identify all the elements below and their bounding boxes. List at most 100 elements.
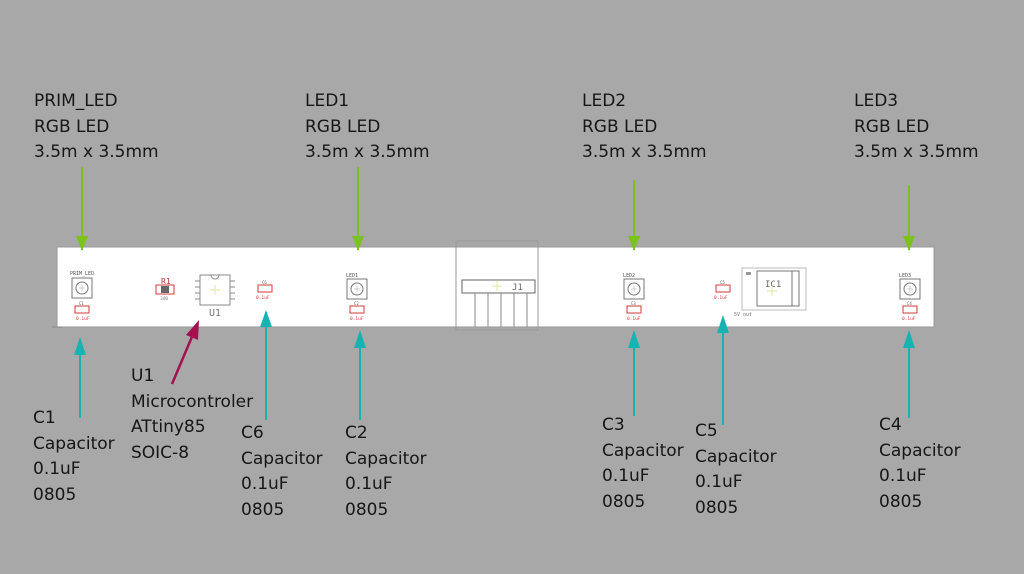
label-line: 0.1uF [241, 474, 289, 494]
label-line: Microcontroler [131, 391, 254, 412]
c3-silk-value: 0.1uF [627, 316, 641, 322]
c3-footprint: C3 0.1uF [626, 301, 642, 322]
led1-arrowhead [352, 236, 364, 251]
label-line: RGB LED [854, 116, 930, 137]
r1-silk-value: 300 [160, 296, 168, 302]
label-c6: C6 Capacitor 0.1uF 0805 [241, 421, 323, 523]
label-line: Capacitor [695, 446, 777, 467]
label-line: C6 [241, 423, 264, 443]
led2-footprint: LED2 [623, 273, 645, 300]
u1-arrow-group [170, 320, 199, 385]
r1-silk-label: R1 [161, 277, 171, 286]
c2-silk-name: C2 [354, 301, 359, 306]
label-line: PRIM_LED [34, 91, 118, 111]
label-line: C3 [602, 415, 625, 435]
label-line: C2 [345, 423, 368, 443]
label-line: 0.1uF [345, 474, 393, 494]
c4-arrowhead [903, 330, 915, 348]
label-led3: LED3 RGB LED 3.5m x 3.5mm [854, 89, 979, 166]
c5-footprint: C5 0.1uF [714, 280, 731, 301]
led1-footprint: LED1 [346, 273, 368, 300]
u1-silk-label: U1 [209, 308, 221, 319]
u1-arrowhead [186, 320, 199, 340]
label-line: Capacitor [33, 433, 115, 454]
led1-silk-label: LED1 [346, 273, 358, 279]
label-c2: C2 Capacitor 0.1uF 0805 [345, 421, 427, 523]
label-line: 0805 [345, 499, 389, 520]
five-v-out-silk: 5V out [734, 312, 752, 318]
label-line: 3.5m x 3.5mm [305, 142, 430, 162]
label-line: U1 [131, 366, 155, 386]
label-line: Capacitor [345, 448, 427, 469]
prim-led-arrowhead [76, 236, 88, 251]
label-line: 3.5m x 3.5mm [34, 142, 159, 162]
label-led1: LED1 RGB LED 3.5m x 3.5mm [305, 89, 430, 166]
c6-silk-value: 0.1uF [256, 295, 270, 301]
prim-led-footprint: PRIM_LED [70, 271, 94, 299]
led2-silk-label: LED2 [623, 273, 635, 279]
label-line: 0805 [602, 491, 646, 512]
label-c5: C5 Capacitor 0.1uF 0805 [695, 419, 777, 521]
u1-arrow [170, 331, 196, 385]
label-line: Capacitor [602, 440, 684, 461]
r1-footprint: R1 300 [155, 277, 175, 302]
c2-arrowhead [354, 330, 366, 348]
pcb-board [56, 246, 935, 328]
c5-arrowhead [717, 315, 729, 333]
led-arrows [76, 167, 915, 251]
label-line: 0805 [695, 497, 739, 518]
label-line: C1 [33, 408, 56, 428]
label-line: 0.1uF [879, 466, 927, 486]
c3-silk-name: C3 [631, 301, 636, 306]
c6-arrowhead [260, 310, 272, 327]
label-line: 0805 [879, 491, 923, 512]
c3-arrowhead [628, 330, 640, 348]
label-line: RGB LED [305, 116, 381, 137]
j1-footprint: J1 [455, 240, 539, 331]
c2-silk-value: 0.1uF [350, 316, 364, 322]
label-line: Capacitor [879, 440, 961, 461]
led3-footprint: LED3 [899, 273, 921, 300]
label-line: 0.1uF [33, 459, 81, 479]
c1-arrowhead [74, 337, 86, 355]
label-line: SOIC-8 [131, 442, 190, 463]
led2-arrowhead [628, 236, 640, 251]
label-line: 0.1uF [695, 472, 743, 492]
ic1-footprint: IC1 5V out [734, 267, 807, 318]
label-line: 0805 [241, 499, 285, 520]
c2-footprint: C2 0.1uF [349, 301, 365, 322]
label-line: RGB LED [582, 116, 658, 137]
label-c1: C1 Capacitor 0.1uF 0805 [33, 406, 115, 508]
led3-arrowhead [903, 236, 915, 251]
c4-silk-value: 0.1uF [902, 316, 916, 322]
c4-silk-name: C4 [907, 301, 912, 306]
c5-silk-name: C5 [720, 280, 725, 285]
label-prim-led: PRIM_LED RGB LED 3.5m x 3.5mm [34, 89, 159, 166]
label-line: 0805 [33, 484, 77, 505]
label-line: ATtiny85 [131, 417, 206, 437]
label-u1: U1 Microcontroler ATtiny85 SOIC-8 [131, 364, 253, 466]
u1-footprint: U1 [195, 274, 235, 319]
c6-silk-name: C6 [262, 280, 267, 285]
label-line: LED3 [854, 91, 899, 111]
capacitor-arrows [74, 310, 915, 425]
c6-footprint: C6 0.1uF [256, 280, 273, 301]
j1-silk-label: J1 [512, 283, 523, 293]
led3-silk-label: LED3 [899, 273, 911, 279]
label-line: LED2 [582, 91, 627, 111]
label-c3: C3 Capacitor 0.1uF 0805 [602, 413, 684, 515]
label-line: LED1 [305, 91, 350, 111]
label-line: 3.5m x 3.5mm [854, 142, 979, 162]
c1-silk-name: C1 [79, 301, 84, 306]
label-line: Capacitor [241, 448, 323, 469]
c5-silk-value: 0.1uF [714, 295, 728, 301]
c1-footprint: C1 0.1uF [74, 301, 90, 322]
label-line: C5 [695, 421, 718, 441]
label-line: C4 [879, 415, 902, 435]
label-c4: C4 Capacitor 0.1uF 0805 [879, 413, 961, 515]
ic1-silk-label: IC1 [765, 280, 781, 290]
label-line: 0.1uF [602, 466, 650, 486]
label-led2: LED2 RGB LED 3.5m x 3.5mm [582, 89, 707, 166]
